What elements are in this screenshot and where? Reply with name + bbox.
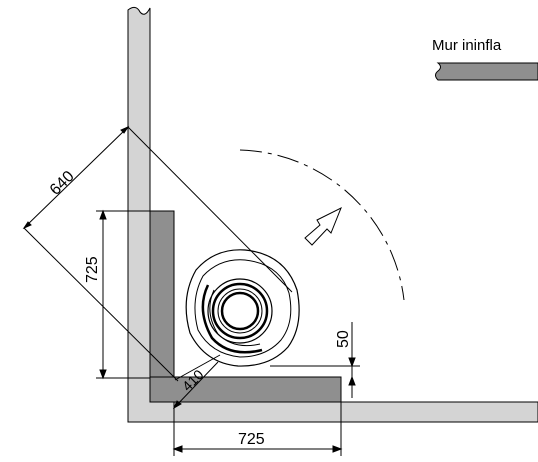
dimension-640: 640	[22, 125, 130, 230]
stove-body-inner	[194, 259, 292, 358]
flue-ring-3	[217, 288, 263, 334]
dim-50-arrow-top	[348, 357, 356, 368]
dim-50-arrow-bottom	[348, 375, 356, 386]
bottom-protection-plate	[149, 376, 342, 403]
dim-bottom-arrow-right	[332, 445, 343, 453]
legend-label: Mur ininfla	[432, 37, 502, 54]
protection-plates	[149, 210, 342, 403]
stove-body-outline	[185, 249, 300, 367]
dimension-left-725: 725	[84, 209, 150, 380]
dim-bottom-label: 725	[238, 431, 265, 448]
dim-50-label: 50	[335, 330, 352, 348]
door-swing-arrow-icon	[304, 206, 342, 246]
dim-640-arrow-bottom	[22, 221, 32, 230]
dim-left-arrow-bottom	[99, 369, 107, 380]
dim-410-line	[173, 361, 219, 409]
clearance-line-upper	[127, 126, 293, 293]
door-swing-arc	[239, 149, 405, 301]
walls	[127, 6, 538, 423]
left-wall	[127, 6, 538, 423]
clearance-lines	[23, 126, 293, 382]
dimension-50: 50	[270, 322, 360, 398]
flue-inner	[220, 291, 260, 331]
flue-ring-2	[211, 282, 269, 340]
dim-left-arrow-top	[99, 209, 107, 220]
dim-left-label: 725	[84, 256, 101, 283]
dim-410-arrow	[172, 400, 182, 410]
dimension-bottom-725: 725	[172, 402, 343, 456]
dim-640-line	[23, 126, 129, 229]
legend: Mur ininfla	[432, 37, 538, 81]
stove	[185, 249, 300, 367]
door-swing	[239, 149, 405, 301]
clearance-line-lower	[23, 227, 179, 382]
legend-wall-swatch	[435, 62, 538, 81]
dim-bottom-arrow-left	[172, 445, 183, 453]
stove-door-arc	[201, 284, 263, 354]
flue-outer-ring	[207, 278, 273, 344]
left-protection-plate	[149, 210, 175, 378]
dim-640-label: 640	[47, 168, 78, 199]
dim-640-arrow-top	[120, 125, 130, 134]
clearance-line-diagonal	[174, 354, 221, 381]
